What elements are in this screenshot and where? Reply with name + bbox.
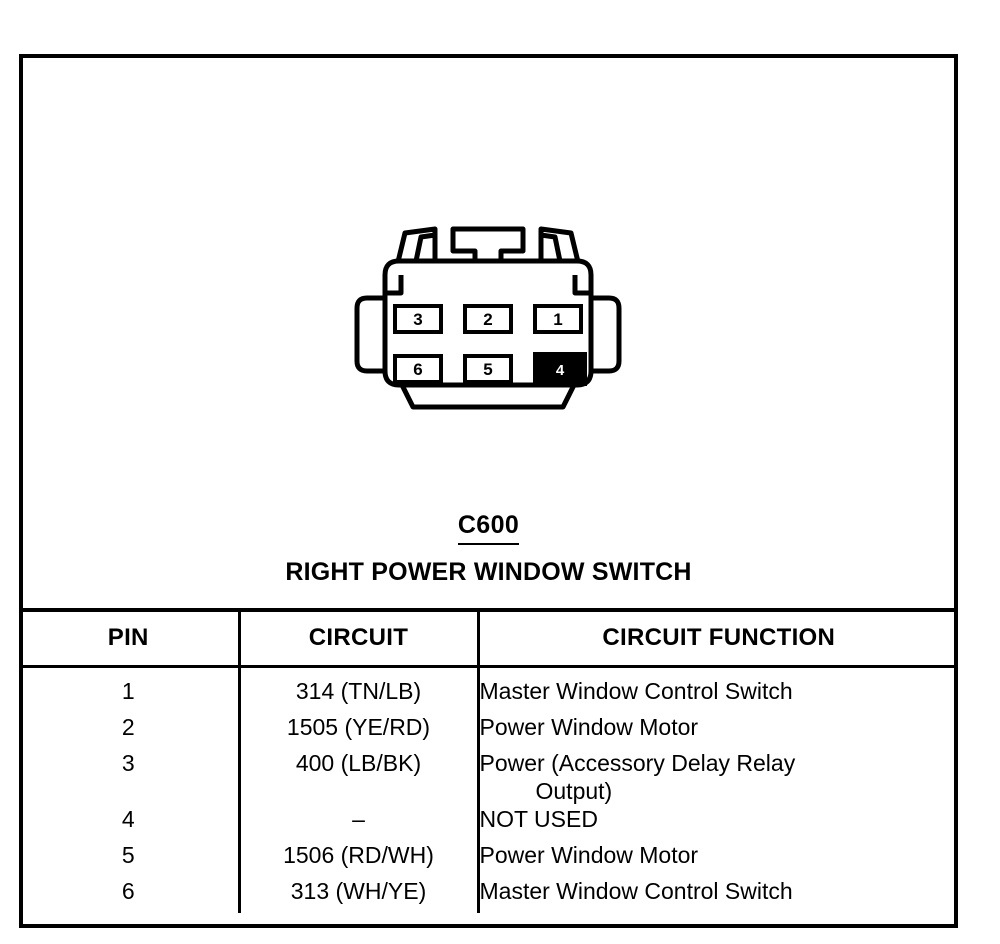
table-header-row: PIN CIRCUIT CIRCUIT FUNCTION xyxy=(19,608,958,668)
table-row: 5 1506 (RD/WH) Power Window Motor xyxy=(19,841,958,878)
pin-cavity-4-label: 4 xyxy=(556,362,565,379)
diagram-frame: 3 2 1 6 5 4 xyxy=(19,54,958,928)
row-circuit-function: Master Window Control Switch xyxy=(476,666,958,713)
row-pin-number: 1 xyxy=(121,678,135,704)
pin-cavity-5-label: 5 xyxy=(483,360,492,379)
connector-id-wrap: C600 xyxy=(457,511,520,545)
row-circuit-function-line1: Power (Accessory Delay Relay xyxy=(479,750,796,776)
row-circuit-function: Power (Accessory Delay Relay Output) xyxy=(476,749,958,806)
row-circuit: 1506 (RD/WH) xyxy=(237,841,478,878)
column-header-pin: PIN xyxy=(19,608,239,668)
pin-cavity-2-label: 2 xyxy=(483,310,492,329)
row-circuit-function-line2: Output) xyxy=(535,778,613,805)
connector-left-side-tab xyxy=(354,295,388,374)
pin-assignment-table: PIN CIRCUIT CIRCUIT FUNCTION 1 314 (TN/L… xyxy=(19,608,958,914)
pin-cavity-5: 5 xyxy=(463,354,513,384)
table-row: 6 313 (WH/YE) Master Window Control Swit… xyxy=(19,877,958,914)
row-circuit-function-line1: NOT USED xyxy=(479,806,598,833)
row-pin-number: 5 xyxy=(121,842,135,869)
connector-right-side-tab xyxy=(588,295,622,374)
connector-body-right-notch xyxy=(572,275,594,296)
row-circuit: 313 (WH/YE) xyxy=(237,877,478,914)
pin-cavity-4: 4 xyxy=(533,352,587,386)
row-circuit: 1505 (YE/RD) xyxy=(237,713,478,749)
connector-drawing: 3 2 1 6 5 4 xyxy=(354,226,622,410)
pin-cavity-3-label: 3 xyxy=(413,310,422,329)
row-pin-number: 6 xyxy=(121,878,135,905)
pin-cavity-1: 1 xyxy=(533,304,583,334)
row-circuit-function-line1: Power Window Motor xyxy=(479,714,699,740)
pin-cavity-2: 2 xyxy=(463,304,513,334)
connector-body-left-notch xyxy=(382,275,404,296)
pin-cavity-6: 6 xyxy=(393,354,443,384)
row-circuit: – xyxy=(237,805,478,842)
row-pin-number: 4 xyxy=(121,806,135,833)
row-circuit-function-line1: Master Window Control Switch xyxy=(479,878,793,905)
row-circuit-function: Power Window Motor xyxy=(476,713,958,749)
column-header-circuit-function: CIRCUIT FUNCTION xyxy=(476,608,958,668)
pin-cavity-6-label: 6 xyxy=(413,360,422,379)
table-row: 3 400 (LB/BK) Power (Accessory Delay Rel… xyxy=(19,749,958,806)
pin-cavity-3: 3 xyxy=(393,304,443,334)
row-circuit-function: NOT USED xyxy=(476,805,958,842)
connector-id-label: C600 xyxy=(457,511,520,539)
row-circuit-function: Master Window Control Switch xyxy=(476,877,958,914)
row-circuit: 314 (TN/LB) xyxy=(237,666,478,713)
row-circuit: 400 (LB/BK) xyxy=(237,749,478,806)
pin-cavity-1-label: 1 xyxy=(553,310,562,329)
table-row: 4 – NOT USED xyxy=(19,805,958,842)
column-header-circuit: CIRCUIT xyxy=(237,608,478,668)
connector-illustration: 3 2 1 6 5 4 xyxy=(23,58,954,553)
connector-id-underline xyxy=(457,543,520,545)
table-row: 2 1505 (YE/RD) Power Window Motor xyxy=(19,713,958,749)
row-pin-number: 2 xyxy=(121,714,135,740)
connector-caption: C600 RIGHT POWER WINDOW SWITCH xyxy=(23,513,954,587)
row-pin-number: 3 xyxy=(121,750,135,776)
row-circuit-function: Power Window Motor xyxy=(476,841,958,878)
connector-name-label: RIGHT POWER WINDOW SWITCH xyxy=(285,558,692,586)
row-circuit-function-line1: Power Window Motor xyxy=(479,842,699,869)
table-row: 1 314 (TN/LB) Master Window Control Swit… xyxy=(19,666,958,713)
row-circuit-function-line1: Master Window Control Switch xyxy=(479,678,793,704)
